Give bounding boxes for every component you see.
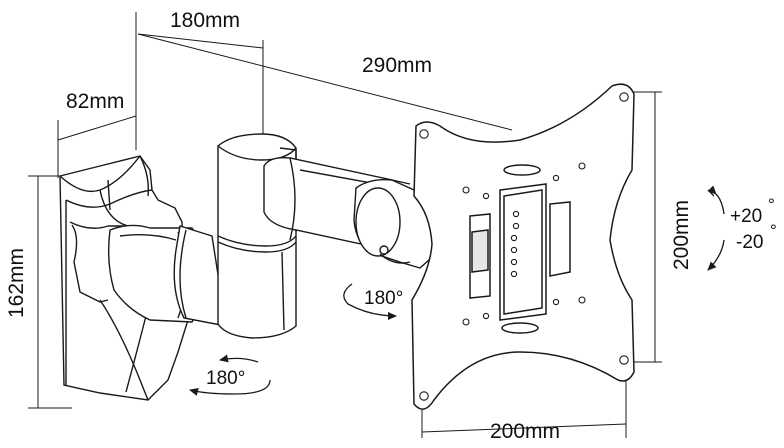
vesa-holes [419,92,629,401]
dimension-label-162mm: 162mm [5,248,28,318]
dimension-label-200mm-vertical: 200mm [670,200,693,270]
rotation-label-tilt-down: -20 [736,232,763,253]
lower-arm [173,225,227,327]
degree-symbol-tilt-up: ° [768,195,775,214]
dimension-label-180mm: 180mm [170,9,240,32]
rotation-label-tilt-up: +20 [730,206,762,227]
rotation-label-arm-swivel: 180° [364,288,403,309]
dimension-label-200mm-horizontal: 200mm [490,420,560,443]
dimension-lines [28,12,662,438]
dimension-label-290mm: 290mm [362,54,432,77]
dimension-label-82mm: 82mm [66,90,124,113]
degree-symbol-tilt-down: ° [770,221,777,240]
rotation-arrows [189,185,725,396]
vesa-plate [411,83,635,410]
rotation-label-wall-swivel: 180° [206,368,245,389]
